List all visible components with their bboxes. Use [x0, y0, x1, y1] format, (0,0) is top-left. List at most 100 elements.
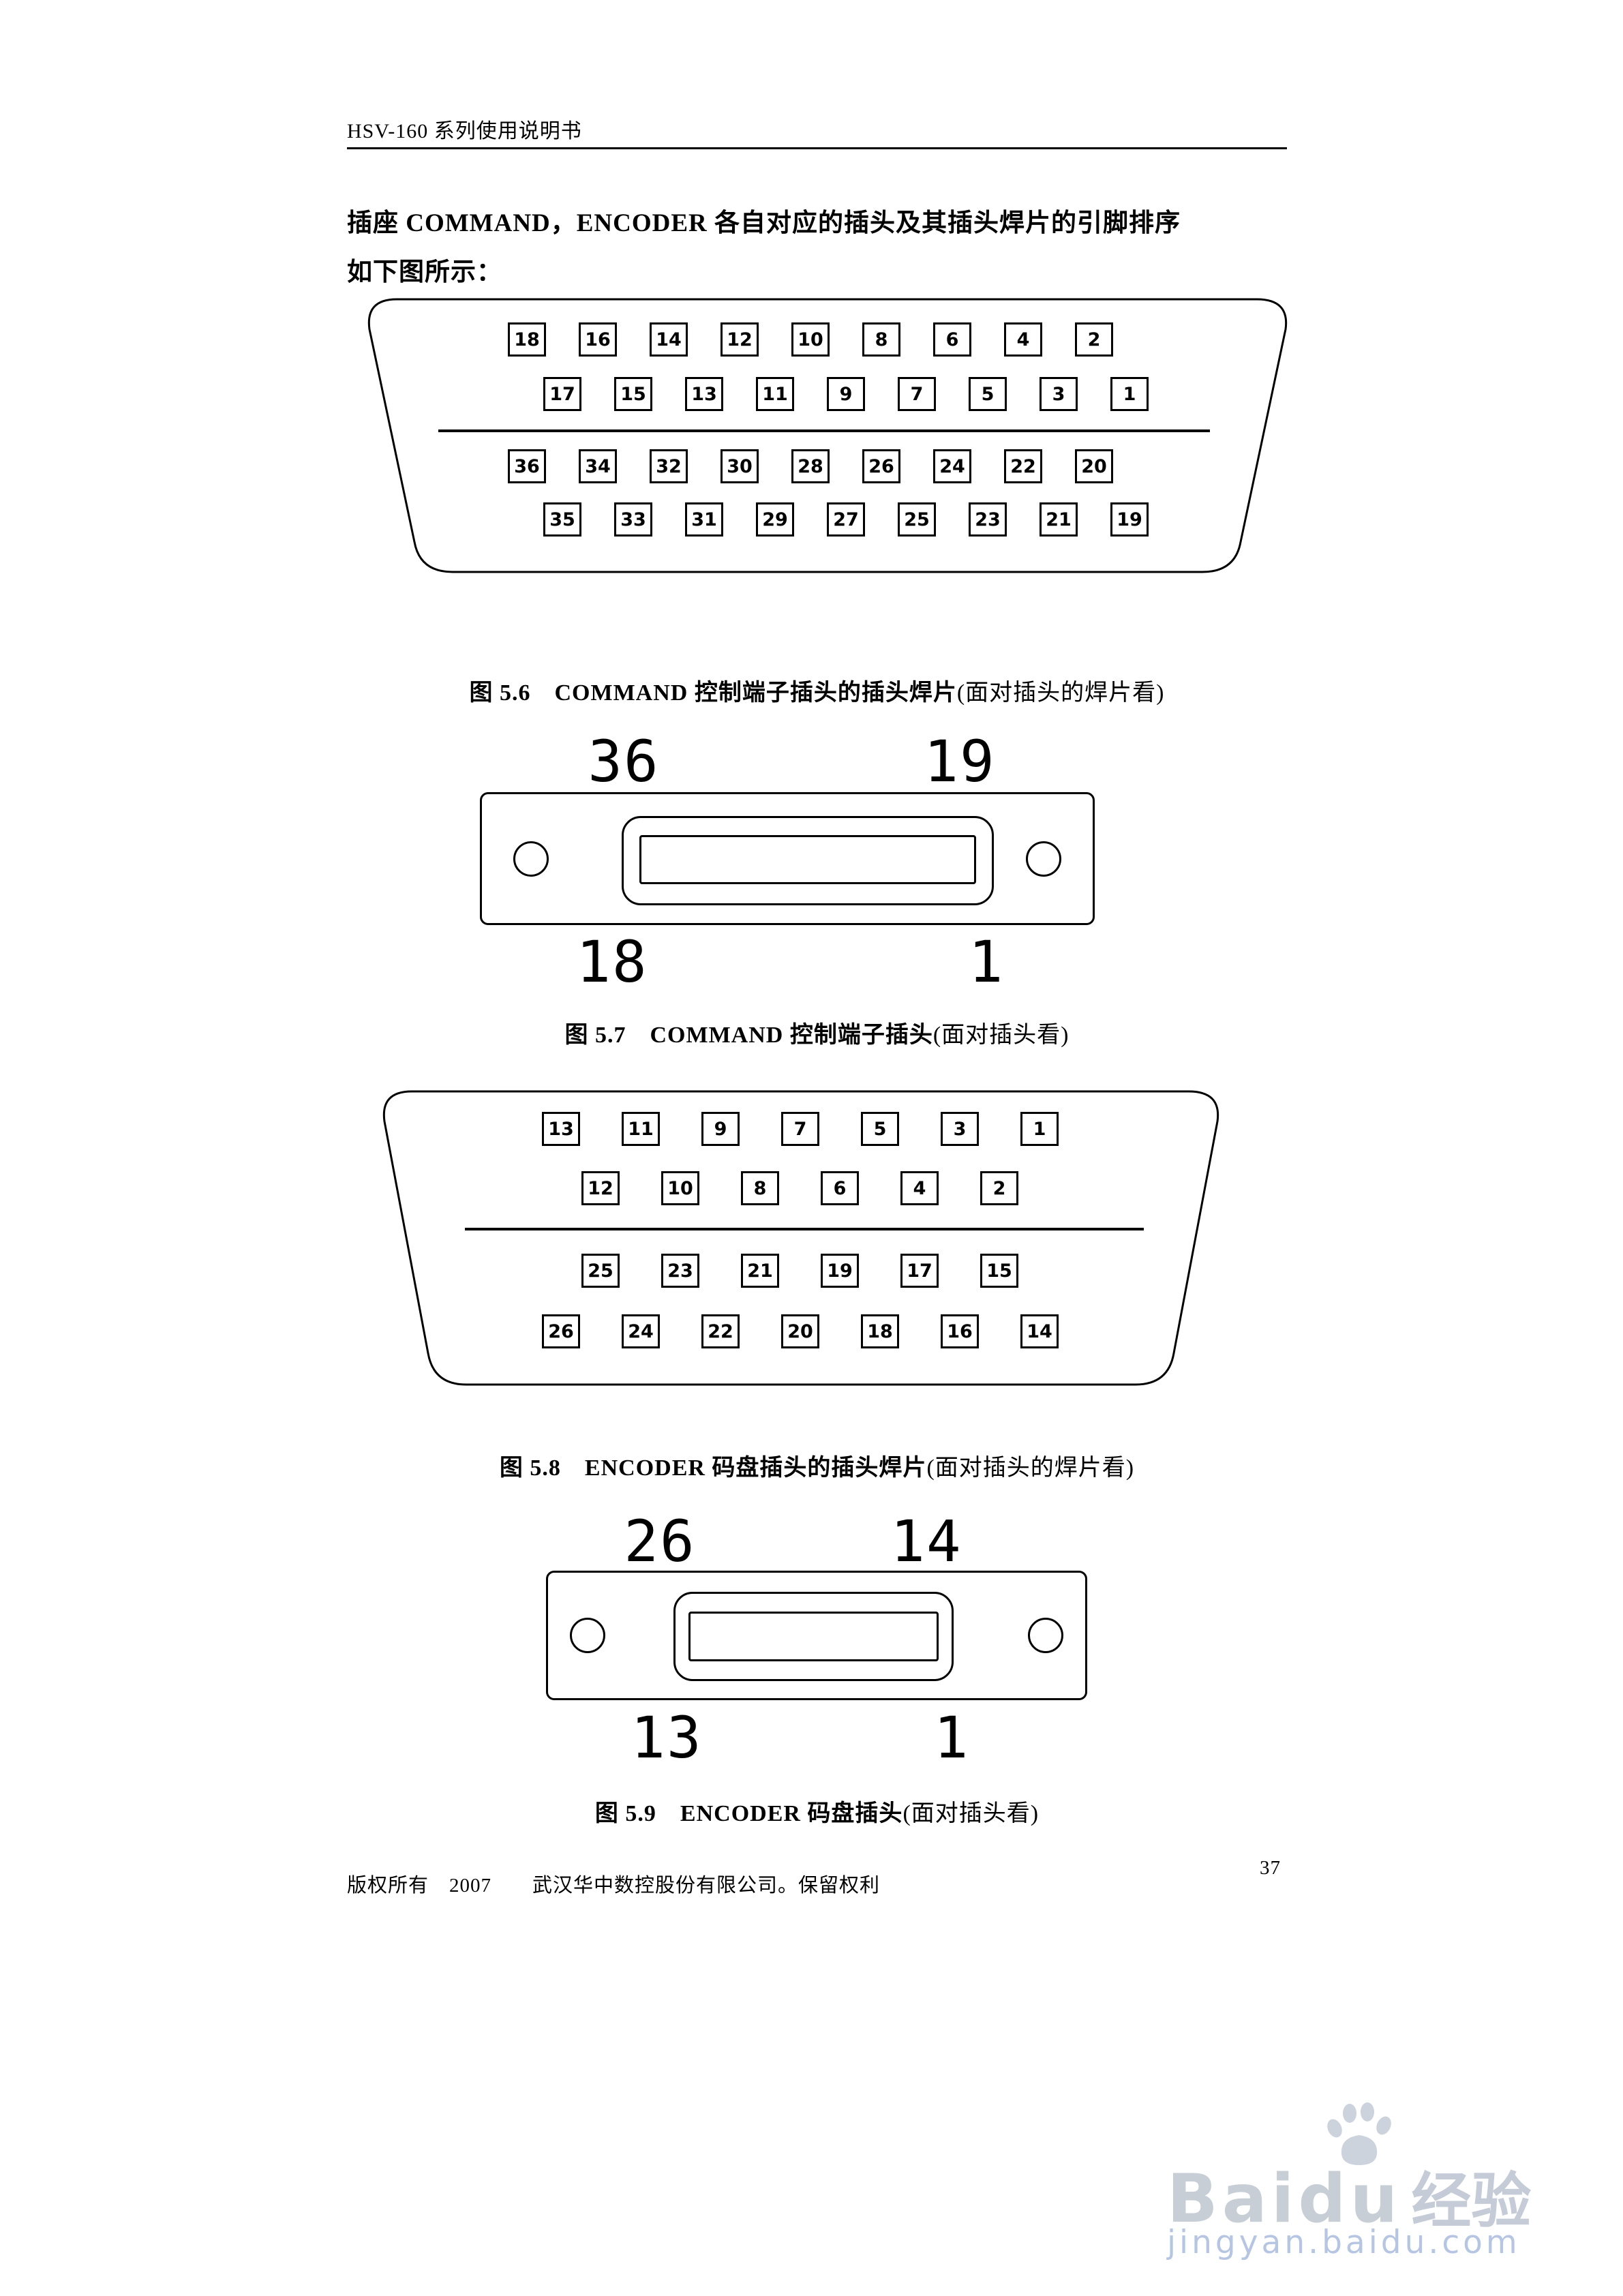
pin-box-31: 31: [685, 502, 723, 537]
pin-label-top-left: 36: [588, 728, 660, 795]
pin-box-1: 1: [1020, 1112, 1059, 1146]
header-rule: [347, 147, 1287, 149]
pin-box-9: 9: [827, 377, 865, 411]
pin-box-19: 19: [1110, 502, 1149, 537]
pin-box-15: 15: [614, 377, 652, 411]
pin-box-16: 16: [579, 322, 617, 357]
pin-box-17: 17: [543, 377, 581, 411]
plug-slot-inner: [639, 835, 976, 884]
watermark-brand-cn: 经验: [1411, 2166, 1532, 2236]
intro-paragraph: 插座 COMMAND，ENCODER 各自对应的插头及其插头焊片的引脚排序 如下…: [347, 199, 1181, 297]
pin-box-17: 17: [900, 1254, 939, 1288]
pin-box-18: 18: [861, 1314, 899, 1348]
pin-box-14: 14: [1020, 1314, 1059, 1348]
pin-box-24: 24: [933, 449, 971, 483]
pin-box-3: 3: [1040, 377, 1078, 411]
pin-box-8: 8: [862, 322, 900, 357]
mounting-hole-right: [1026, 841, 1061, 877]
figure-5-6-caption: 图 5.6 COMMAND 控制端子插头的插头焊片(面对插头的焊片看): [347, 674, 1287, 707]
pin-box-3: 3: [941, 1112, 979, 1146]
pin-box-21: 21: [741, 1254, 779, 1288]
plug-body: [546, 1571, 1087, 1700]
pin-box-25: 25: [581, 1254, 620, 1288]
pin-box-29: 29: [756, 502, 794, 537]
figure-5-7-caption: 图 5.7 COMMAND 控制端子插头(面对插头看): [347, 1016, 1287, 1049]
pin-box-4: 4: [1004, 322, 1042, 357]
mounting-hole-left: [570, 1618, 605, 1653]
plug-body: [480, 792, 1095, 925]
pin-box-36: 36: [508, 449, 546, 483]
pin-box-4: 4: [900, 1171, 939, 1205]
figure-5-9-encoder-plug-face: 26 14 13 1: [546, 1500, 1087, 1786]
pin-row-4: 26 24 22 20 18 16 14: [542, 1314, 1059, 1348]
pin-box-2: 2: [1075, 322, 1113, 357]
intro-line-2: 如下图所示：: [347, 258, 502, 286]
caption-5-7-note: (面对插头看): [932, 1023, 1070, 1048]
pin-box-1: 1: [1110, 377, 1149, 411]
page-header-title: HSV-160 系列使用说明书: [347, 120, 582, 142]
footer-copyright: 版权所有 2007 武汉华中数控股份有限公司。保留权利: [347, 1875, 881, 1897]
pin-box-19: 19: [821, 1254, 859, 1288]
paw-icon: [1327, 2102, 1391, 2165]
connector-outline: [367, 298, 1288, 573]
pin-box-21: 21: [1040, 502, 1078, 537]
pin-box-32: 32: [650, 449, 688, 483]
pin-box-6: 6: [933, 322, 971, 357]
pin-box-8: 8: [741, 1171, 779, 1205]
pin-box-13: 13: [685, 377, 723, 411]
pin-box-34: 34: [579, 449, 617, 483]
pin-row-3: 25 23 21 19 17 15: [581, 1254, 1018, 1288]
pin-box-35: 35: [543, 502, 581, 537]
row-divider-line: [438, 429, 1210, 432]
mounting-hole-right: [1028, 1618, 1063, 1653]
pin-box-7: 7: [898, 377, 936, 411]
pin-box-27: 27: [827, 502, 865, 537]
pin-box-14: 14: [650, 322, 688, 357]
pin-box-23: 23: [661, 1254, 699, 1288]
pin-label-top-right: 19: [924, 728, 996, 795]
caption-5-8-main: 图 5.8 ENCODER 码盘插头的插头焊片: [499, 1455, 927, 1481]
pin-box-15: 15: [980, 1254, 1018, 1288]
pin-box-33: 33: [614, 502, 652, 537]
pin-box-11: 11: [756, 377, 794, 411]
pin-box-24: 24: [622, 1314, 660, 1348]
pin-box-5: 5: [969, 377, 1007, 411]
caption-5-6-note: (面对插头的焊片看): [956, 680, 1165, 706]
pin-box-26: 26: [542, 1314, 580, 1348]
connector-outline: [382, 1090, 1219, 1386]
caption-5-9-main: 图 5.9 ENCODER 码盘插头: [594, 1801, 903, 1826]
pin-box-22: 22: [701, 1314, 740, 1348]
pin-label-bottom-right: 1: [968, 928, 1005, 995]
figure-5-9-caption: 图 5.9 ENCODER 码盘插头(面对插头看): [347, 1794, 1287, 1828]
caption-5-8-note: (面对插头的焊片看): [926, 1455, 1135, 1481]
pin-box-23: 23: [969, 502, 1007, 537]
intro-line-1: 插座 COMMAND，ENCODER 各自对应的插头及其插头焊片的引脚排序: [347, 209, 1181, 237]
pin-box-10: 10: [791, 322, 830, 357]
watermark-brand-latin: Baidu: [1167, 2160, 1402, 2238]
pin-box-12: 12: [581, 1171, 620, 1205]
plug-slot-outer: [673, 1592, 954, 1681]
caption-5-7-main: 图 5.7 COMMAND 控制端子插头: [564, 1023, 933, 1048]
pin-row-4: 35 33 31 29 27 25 23 21 19: [543, 502, 1149, 537]
pin-box-6: 6: [821, 1171, 859, 1205]
pin-label-top-right: 14: [890, 1508, 962, 1575]
figure-5-8-caption: 图 5.8 ENCODER 码盘插头的插头焊片(面对插头的焊片看): [347, 1449, 1287, 1482]
pin-label-bottom-left: 18: [576, 928, 648, 995]
figure-5-7-command-plug-face: 36 19 18 1: [480, 723, 1095, 1002]
pin-box-16: 16: [941, 1314, 979, 1348]
pin-label-bottom-right: 1: [933, 1704, 970, 1771]
pin-box-20: 20: [781, 1314, 819, 1348]
pin-label-top-left: 26: [624, 1508, 696, 1575]
pin-box-26: 26: [862, 449, 900, 483]
pin-box-28: 28: [791, 449, 830, 483]
pin-box-10: 10: [661, 1171, 699, 1205]
pin-box-25: 25: [898, 502, 936, 537]
